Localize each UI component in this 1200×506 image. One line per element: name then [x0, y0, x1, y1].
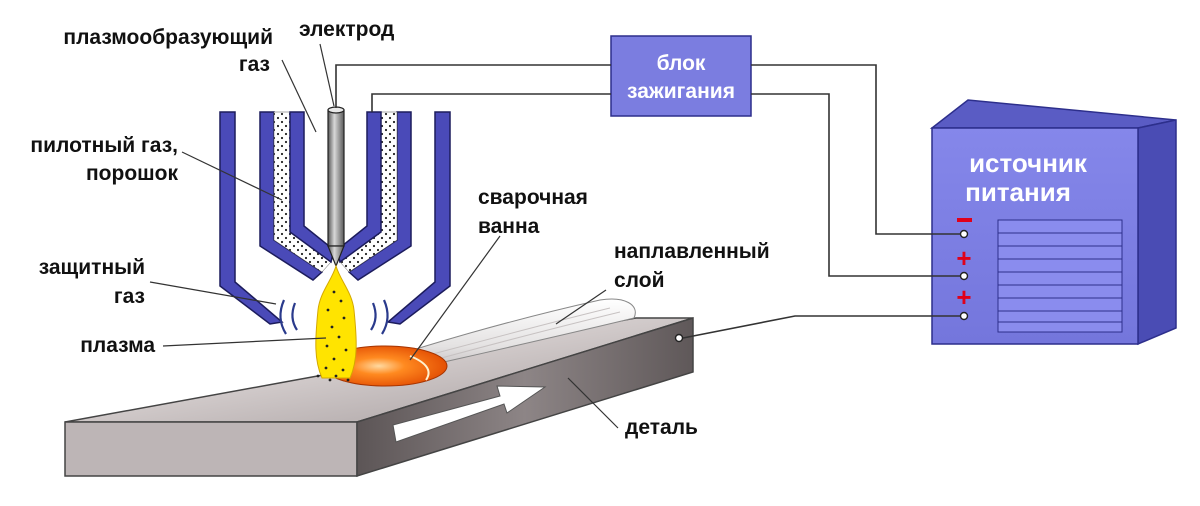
terminal-minus-sign: [957, 218, 972, 222]
label-weld-pool-line2: ванна: [478, 215, 540, 238]
power-source-line1: источник: [969, 148, 1088, 178]
power-source-line2: питания: [965, 177, 1071, 207]
ignition-unit: блок зажигания: [610, 35, 752, 117]
label-plasma-gas-line2: газ: [239, 53, 270, 76]
plate-left-end: [64, 421, 358, 477]
terminal-plus-2: [959, 311, 969, 321]
terminal-plus-sign-1: +: [956, 243, 971, 273]
label-deposited-layer-line2: слой: [614, 269, 664, 292]
power-source-vents: [997, 219, 1123, 333]
label-workpiece: деталь: [625, 416, 698, 439]
terminal-minus: [959, 229, 969, 239]
shielding-gas-flow: [279, 299, 389, 335]
label-plasma-gas-line1: плазмообразующий: [63, 26, 273, 49]
electrode: [327, 106, 345, 268]
plasma-jet: [315, 264, 357, 382]
workpiece-terminal: [674, 333, 684, 343]
label-pilot-gas-line2: порошок: [86, 162, 178, 185]
terminal-plus-1: [959, 271, 969, 281]
torch-nozzle: [219, 111, 451, 325]
wiring: [335, 64, 960, 339]
workpiece: [64, 298, 694, 478]
label-deposited-layer-line1: наплавленный: [614, 240, 770, 263]
label-plasma: плазма: [80, 334, 155, 357]
label-weld-pool-line1: сварочная: [478, 186, 588, 209]
label-pilot-gas-line1: пилотный газ,: [30, 134, 178, 157]
leader-lines: [149, 43, 619, 429]
ignition-unit-line2: зажигания: [627, 80, 735, 103]
ignition-unit-line1: блок: [657, 52, 706, 75]
power-source: источник питания + +: [929, 99, 1177, 346]
label-shield-gas-line1: защитный: [39, 256, 145, 279]
label-electrode: электрод: [299, 18, 394, 41]
label-shield-gas-line2: газ: [114, 285, 145, 308]
travel-direction-arrow: [392, 385, 547, 443]
terminal-plus-sign-2: +: [956, 282, 971, 312]
